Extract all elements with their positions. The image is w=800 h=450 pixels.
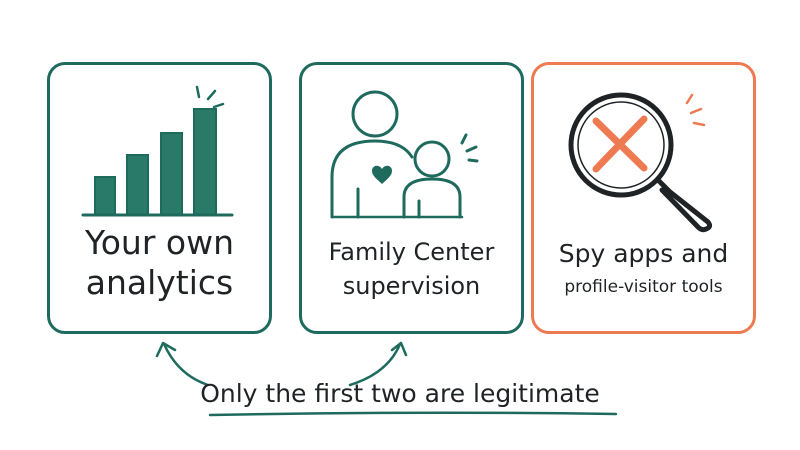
child-head [413,140,451,178]
card-label-line-1: Your own [84,223,235,262]
card-label: Your own analytics [56,223,263,303]
child-body [402,177,462,219]
card-label-line-2: profile-visitor tools [564,277,723,297]
card-own-analytics: Your own analytics [47,62,272,334]
chart-bar-2 [126,154,149,216]
card-label-line-2: supervision [342,272,481,300]
magnifier-lens-inner [577,101,665,189]
card-label-line-1: Spy apps and [558,239,729,268]
card-spy-apps: Spy apps and profile-visitor tools [531,62,756,334]
caption-underline [208,411,618,417]
parent-body [330,139,414,219]
card-family-center: Family Center supervision [299,62,524,334]
magnifier-lens [568,92,674,198]
card-label: Family Center supervision [308,235,515,303]
x-mark-icon [592,115,648,173]
arrow-head-1 [155,341,177,358]
card-label-line-1: Family Center [328,238,495,266]
chart-bar-3 [160,132,183,216]
arrow-head-2 [390,341,408,357]
chart-bar-1 [94,176,116,216]
bar-chart-icon [81,85,234,217]
parent-head [351,90,399,138]
chart-bar-4 [193,108,217,216]
magnifier-handle [655,177,713,233]
sparkle-lines [685,93,706,127]
card-label: Spy apps and profile-visitor tools [540,237,747,303]
parent-child-icon [330,90,479,219]
sparkle-lines [195,85,225,109]
crossed-magnifier-icon [568,92,713,233]
card-label-line-2: analytics [85,263,234,302]
caption: Only the first two are legitimate [200,379,600,408]
heart-icon [372,165,392,184]
